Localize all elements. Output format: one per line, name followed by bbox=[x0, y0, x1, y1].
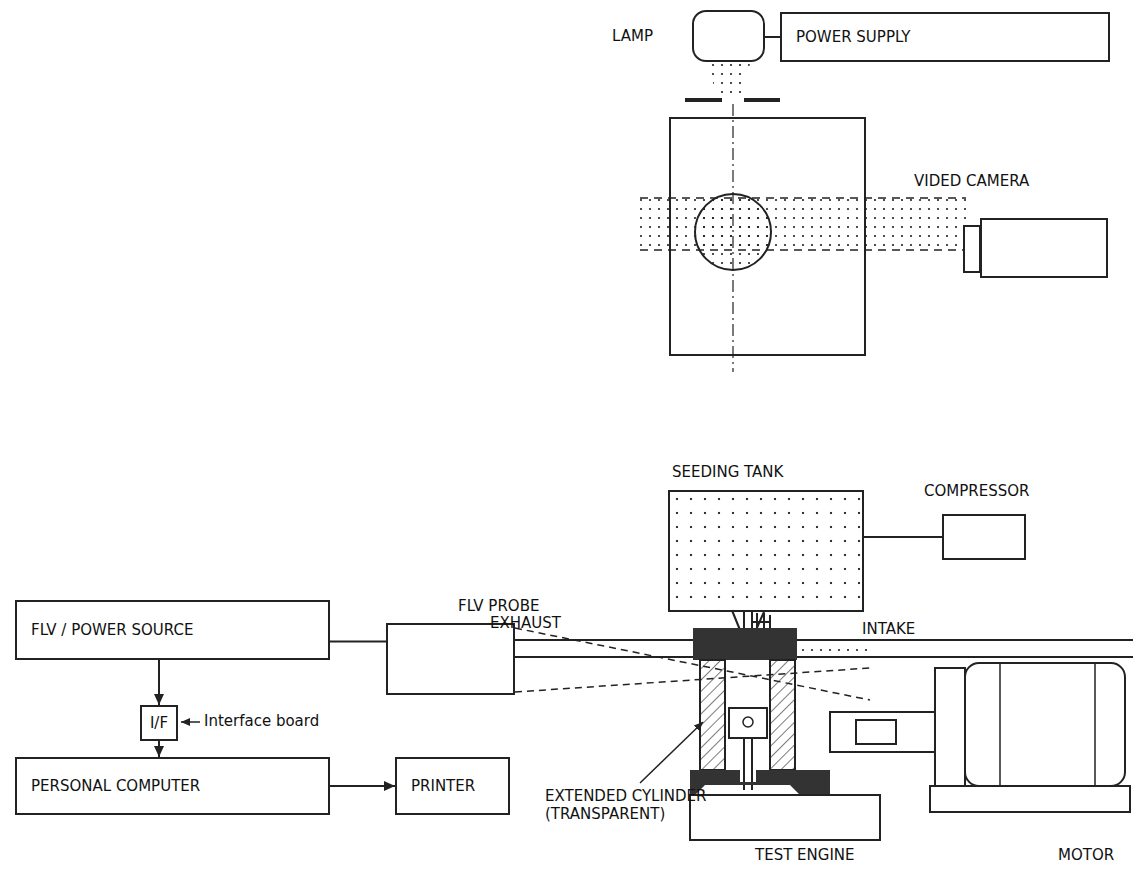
leader-line bbox=[181, 721, 200, 723]
pipe-label: EXHAUST bbox=[490, 614, 561, 632]
seeding-tank-outline bbox=[668, 490, 864, 612]
piston-pin bbox=[743, 717, 753, 727]
intake-pipe bbox=[797, 639, 1133, 641]
node-label: SEEDING TANK bbox=[672, 463, 783, 481]
node-label: PRINTER bbox=[411, 777, 475, 795]
light-sheet bbox=[640, 198, 966, 250]
part-label: TEST ENGINE bbox=[755, 846, 855, 864]
center-line bbox=[732, 104, 733, 372]
lamp-outline bbox=[692, 10, 765, 62]
computer-box: PERSONAL COMPUTER bbox=[15, 757, 330, 815]
node-label: FLV PROBE bbox=[458, 597, 539, 615]
engine-base bbox=[690, 795, 880, 840]
view-line bbox=[640, 197, 966, 199]
crankcase bbox=[690, 770, 830, 795]
seeding-tank: SEEDING TANK bbox=[668, 463, 864, 613]
test-chamber bbox=[670, 118, 865, 355]
motor-end bbox=[935, 668, 965, 786]
connector bbox=[330, 641, 386, 643]
part-label: EXTENDED CYLINDER (TRANSPARENT) bbox=[545, 787, 725, 823]
pipe-label: INTAKE bbox=[862, 620, 915, 638]
video-camera: VIDED CAMERA bbox=[910, 170, 1110, 280]
node-label: FLV / POWER SOURCE bbox=[31, 621, 193, 639]
flv-probe: FLV PROBE bbox=[386, 597, 546, 695]
connector bbox=[864, 536, 942, 538]
power-supply-box: POWER SUPPLY bbox=[780, 12, 1110, 62]
view-line bbox=[640, 249, 966, 251]
cylinder-wall bbox=[770, 660, 795, 770]
coupling bbox=[856, 720, 896, 744]
motor-base bbox=[930, 786, 1130, 812]
intake-pipe bbox=[797, 656, 1133, 658]
printer-box: PRINTER bbox=[395, 757, 510, 815]
camera-lens bbox=[964, 226, 980, 272]
valve bbox=[769, 615, 771, 629]
node-label: COMPRESSOR bbox=[924, 482, 1029, 500]
motor-body bbox=[965, 663, 1125, 786]
node-label: I/F bbox=[150, 714, 168, 732]
interface-box: I/F bbox=[140, 705, 178, 741]
motor-detail bbox=[999, 663, 1001, 786]
light-beam bbox=[708, 64, 750, 94]
valve bbox=[752, 621, 770, 623]
cylinder-head bbox=[693, 628, 797, 660]
cylinder-wall bbox=[700, 660, 725, 770]
piston bbox=[729, 708, 767, 738]
flv-probe-outline bbox=[386, 623, 515, 695]
compressor-box: COMPRESSOR bbox=[920, 482, 1032, 562]
flv-power-box: FLV / POWER SOURCE bbox=[15, 600, 330, 660]
laser-beam bbox=[515, 668, 870, 692]
connector bbox=[158, 741, 160, 757]
node-label: PERSONAL COMPUTER bbox=[31, 777, 200, 795]
node-label: VIDED CAMERA bbox=[914, 172, 1029, 190]
compressor-box-outline bbox=[942, 514, 1026, 560]
part-label: MOTOR bbox=[1058, 846, 1114, 864]
shaft-coupling bbox=[830, 712, 935, 752]
node-label: LAMP bbox=[612, 27, 653, 45]
slit-plate bbox=[744, 98, 780, 102]
connector bbox=[158, 660, 160, 705]
connector bbox=[330, 785, 395, 787]
lamp: LAMP bbox=[612, 10, 767, 64]
seeded-flow bbox=[797, 642, 867, 655]
node-label: POWER SUPPLY bbox=[796, 28, 910, 46]
video-camera-outline bbox=[980, 218, 1108, 278]
motor-detail bbox=[1094, 663, 1096, 786]
leader-line bbox=[640, 722, 703, 783]
part-label: Interface board bbox=[204, 712, 319, 730]
laser-beam bbox=[515, 628, 870, 700]
connector bbox=[765, 36, 780, 38]
slit-plate bbox=[685, 98, 722, 102]
